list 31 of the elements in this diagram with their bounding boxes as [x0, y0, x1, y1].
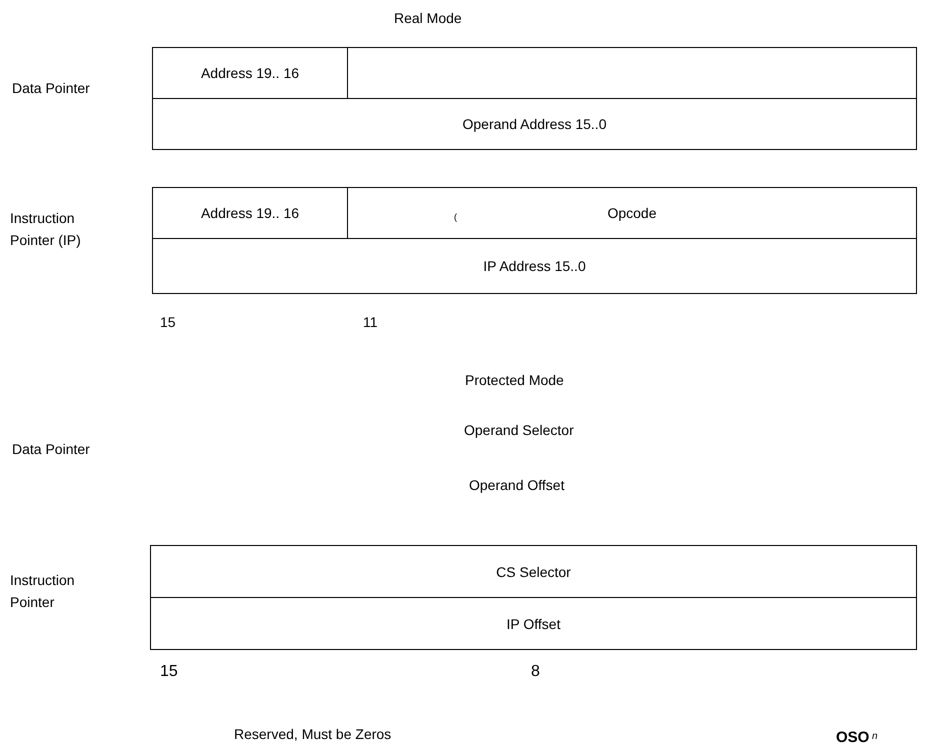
stray-mark: (: [454, 212, 457, 222]
row-label: Instruction Pointer: [10, 571, 76, 612]
section-heading: Real Mode: [394, 10, 462, 26]
field-label: Operand Selector: [464, 422, 574, 438]
register-field: [150, 597, 917, 650]
register-field: [152, 47, 348, 99]
register-field: [152, 238, 917, 294]
figure-code-suffix: n: [872, 731, 878, 742]
field-label: IP Address 15..0: [483, 258, 586, 274]
bit-number: 15: [160, 314, 176, 330]
row-label: Instruction Pointer (IP): [10, 209, 82, 250]
field-label: Opcode: [607, 205, 657, 221]
note: Reserved, Must be Zeros: [234, 726, 392, 742]
register-field: [150, 545, 917, 598]
bit-number: 15: [160, 663, 178, 681]
empty-register-field: [347, 47, 917, 99]
register-field: [152, 98, 917, 150]
register-field: [347, 187, 917, 239]
field-label: CS Selector: [496, 564, 571, 580]
field-label: IP Offset: [506, 616, 560, 632]
row-label: Data Pointer: [12, 80, 90, 96]
figure-code: OSO: [836, 729, 870, 746]
bit-number: 8: [531, 663, 540, 681]
field-label: Operand Address 15..0: [462, 116, 606, 132]
bit-number: 11: [363, 314, 378, 330]
register-field: [152, 187, 348, 239]
field-label: Address 19.. 16: [200, 205, 300, 221]
field-label: Operand Offset: [469, 477, 564, 493]
field-label: Address 19.. 16: [200, 65, 300, 81]
section-heading: Protected Mode: [465, 372, 564, 388]
row-label: Data Pointer: [12, 441, 90, 457]
